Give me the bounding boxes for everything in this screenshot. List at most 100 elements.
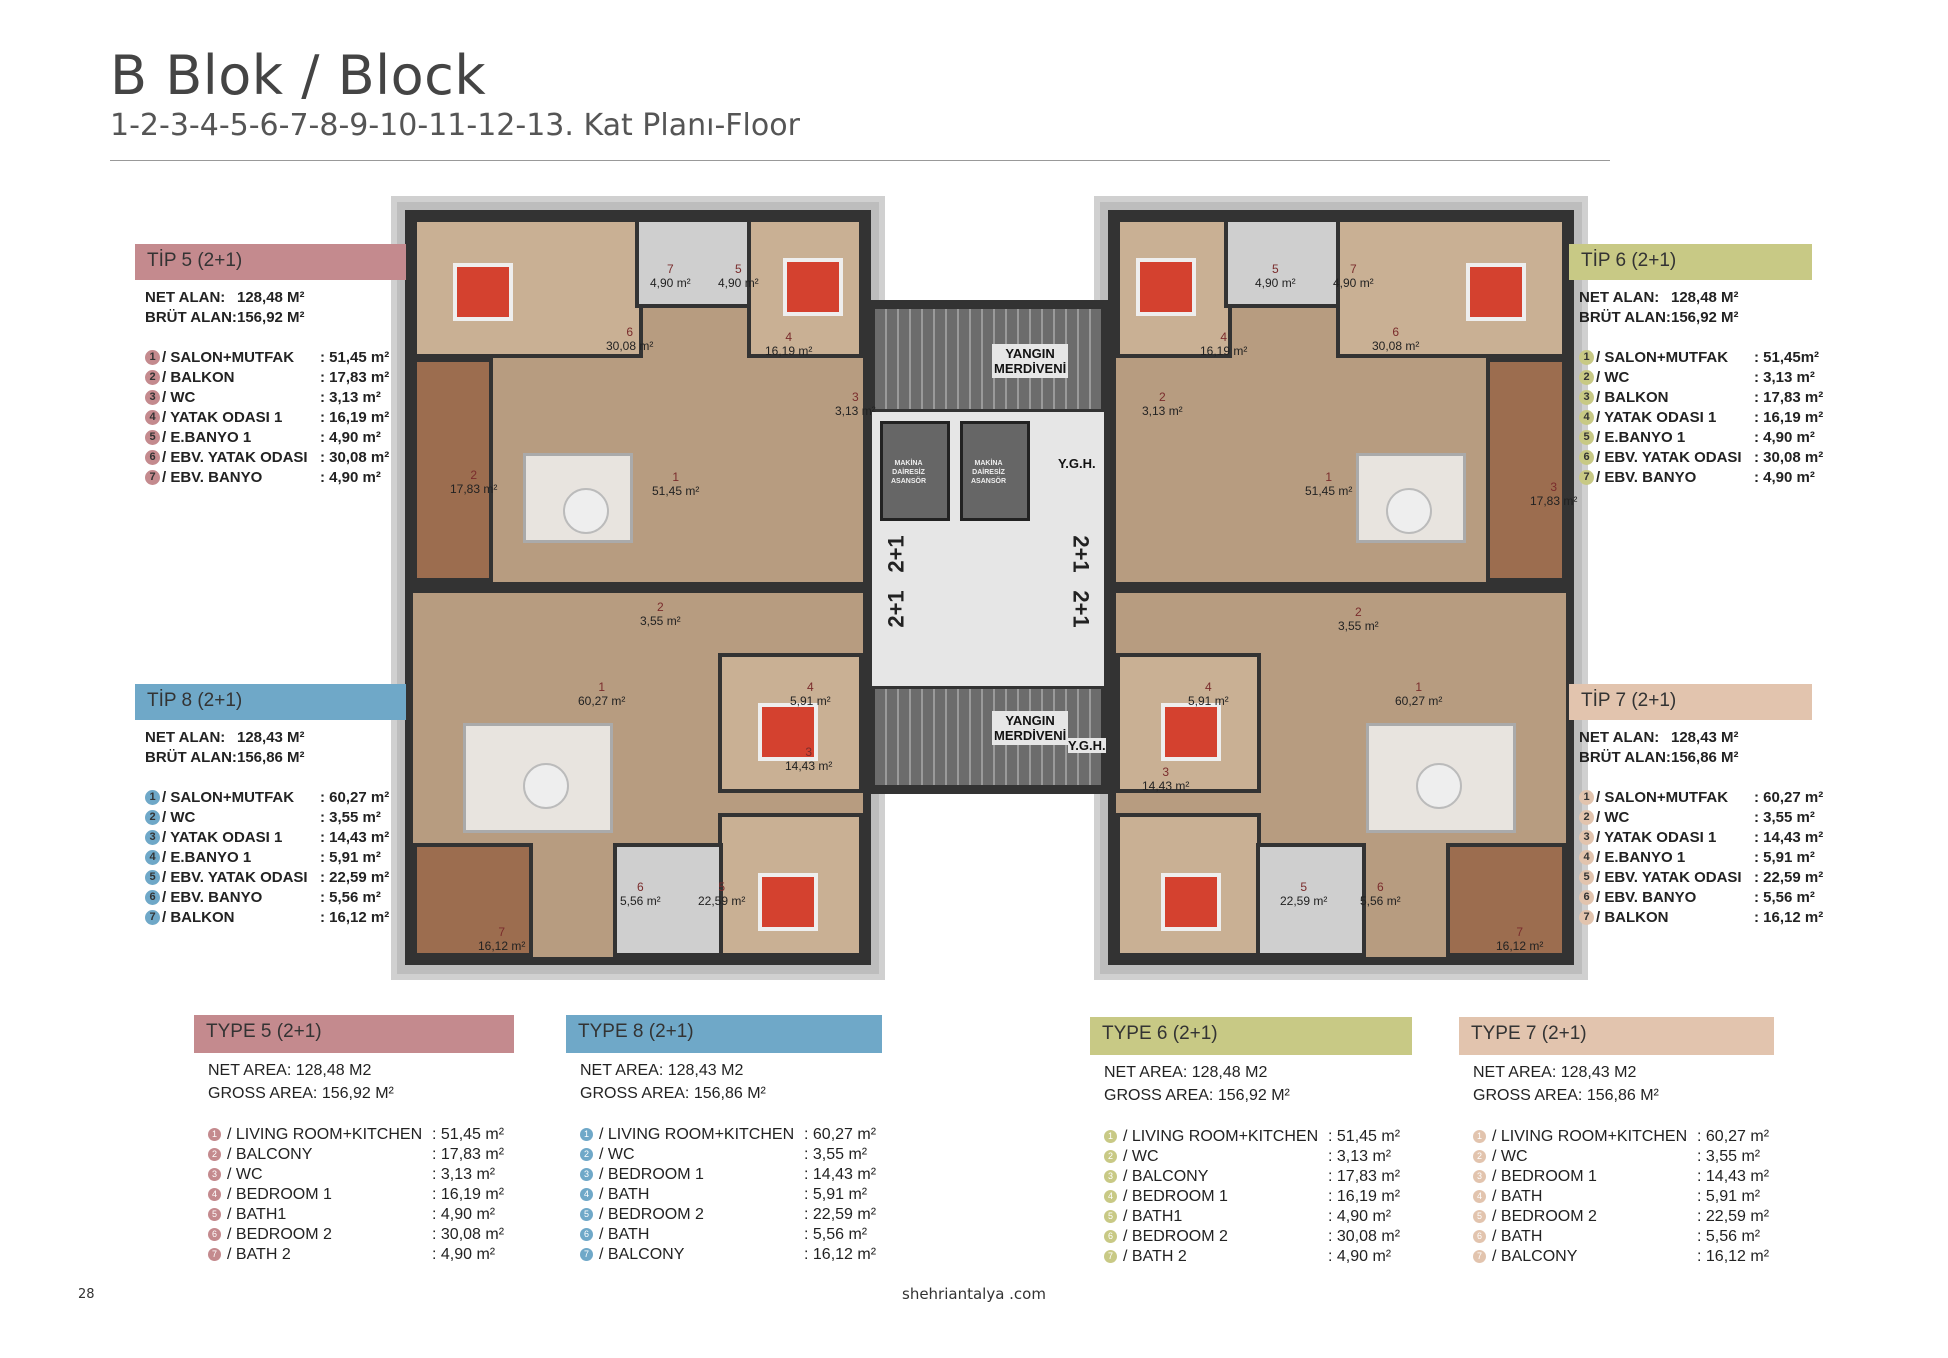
- room-row: 7/ BATH 2: 4,90 m²: [208, 1245, 504, 1265]
- unit-entry-label: 2+1: [883, 590, 909, 628]
- plan-room-area: 14,43 m²: [1142, 779, 1190, 793]
- room-number-badge: 6: [145, 890, 160, 905]
- net-area-label: NET ALAN:: [145, 289, 226, 306]
- room-row: 3/ BALKON: 17,83 m²: [1579, 388, 1823, 408]
- room-number-badge: 3: [1579, 390, 1594, 405]
- room-row: 4/ BATH: 5,91 m²: [1473, 1187, 1769, 1207]
- room-number-badge: 3: [145, 830, 160, 845]
- unit-info: NET AREA: 128,43 M2 GROSS AREA: 156,86 M…: [580, 1059, 876, 1265]
- room-area: : 30,08 m²: [1328, 1228, 1401, 1245]
- room-number-badge: 4: [580, 1188, 593, 1201]
- room-label: / YATAK ODASI 1: [1596, 409, 1717, 426]
- room-number-badge: 6: [580, 1228, 593, 1241]
- room-row: 4/ E.BANYO 1: 5,91 m²: [1579, 848, 1823, 868]
- bedroom: [1336, 218, 1566, 358]
- table: [1416, 763, 1462, 809]
- room-label: / E.BANYO 1: [162, 429, 252, 446]
- plan-room-area: 22,59 m²: [698, 894, 746, 908]
- room-number-badge: 2: [145, 370, 160, 385]
- room-number-badge: 3: [1579, 830, 1594, 845]
- room-number-badge: 5: [208, 1208, 221, 1221]
- bed: [758, 873, 818, 931]
- room-area: : 30,08 m²: [320, 449, 390, 466]
- room-area: : 5,91 m²: [1697, 1188, 1761, 1205]
- room-label: / YATAK ODASI 1: [162, 829, 283, 846]
- room-row: 3/ YATAK ODASI 1 : 14,43 m²: [145, 828, 389, 848]
- room-label: / BATH: [599, 1186, 650, 1203]
- room-row: 6/ EBV. BANYO: 5,56 m²: [1579, 888, 1823, 908]
- unit-entry-label: 2+1: [1068, 590, 1094, 628]
- room-area: : 60,27 m²: [320, 789, 390, 806]
- room-number-badge: 7: [580, 1248, 593, 1261]
- bed: [1466, 263, 1526, 321]
- plan-room-number: 2: [470, 468, 478, 482]
- unit-entry-label: 2+1: [883, 535, 909, 573]
- room-label: / YATAK ODASI 1: [162, 409, 283, 426]
- net-area: NET AREA: 128,43 M2: [1473, 1064, 1637, 1081]
- room-row: 6/ EBV. BANYO: 5,56 m²: [145, 888, 389, 908]
- room-number-badge: 4: [1104, 1190, 1117, 1203]
- plan-room-number: 6: [1377, 880, 1384, 894]
- plan-room-area: 4,90 m²: [718, 276, 759, 290]
- bed: [1136, 258, 1196, 316]
- plan-room-number: 1: [672, 470, 680, 484]
- room-area: : 17,83 m²: [1754, 389, 1824, 406]
- room-area: : 16,12 m²: [804, 1246, 877, 1263]
- room-area: : 4,90 m²: [1754, 429, 1815, 446]
- room-label: / BALKON: [162, 369, 235, 386]
- room-label: / BEDROOM 1: [599, 1166, 704, 1183]
- room-area: : 14,43 m²: [804, 1166, 877, 1183]
- bathroom: [1256, 843, 1366, 957]
- elevator: MAKİNA DAİRESİZ ASANSÖR: [880, 421, 950, 521]
- room-area: : 17,83 m²: [432, 1146, 505, 1163]
- room-row: 5/ EBV. YATAK ODASI: 22,59 m²: [145, 868, 389, 888]
- bedroom: [1116, 653, 1261, 793]
- room-label: / BATH1: [1123, 1208, 1183, 1225]
- room-label: / BALCONY: [1492, 1248, 1578, 1265]
- plan-room-number: 3: [805, 745, 813, 759]
- room-label: / SALON+MUTFAK: [162, 349, 295, 366]
- plan-room-area: 4,90 m²: [1255, 276, 1296, 290]
- room-row: 5/ BATH1: 4,90 m²: [208, 1205, 504, 1225]
- room-label: / BALCONY: [1123, 1168, 1209, 1185]
- plan-room-number: 4: [1220, 330, 1228, 344]
- room-label: / BATH 2: [227, 1246, 291, 1263]
- room-number-badge: 3: [208, 1168, 221, 1181]
- room-area: : 14,43 m²: [1697, 1168, 1770, 1185]
- room-row: 4/ E.BANYO 1: 5,91 m²: [145, 848, 389, 868]
- room-row: 2/ BALKON: 17,83 m²: [145, 368, 389, 388]
- room-row: 2/ WC: 3,55 m²: [145, 808, 389, 828]
- room-label: / LIVING ROOM+KITCHEN: [599, 1126, 795, 1143]
- gross-area: GROSS AREA: 156,86 M²: [580, 1085, 766, 1102]
- room-number-badge: 6: [145, 450, 160, 465]
- room-label: / BEDROOM 1: [227, 1186, 332, 1203]
- room-row: 2/ WC: 3,55 m²: [1473, 1147, 1769, 1167]
- room-label: / BATH1: [227, 1206, 287, 1223]
- plan-room-number: 1: [1415, 680, 1423, 694]
- plan-room-number: 7: [1350, 262, 1357, 276]
- room-area: : 14,43 m²: [320, 829, 390, 846]
- plan-room-number: 5: [1300, 880, 1308, 894]
- elevator: MAKİNA DAİRESİZ ASANSÖR: [960, 421, 1030, 521]
- room-area: : 5,91 m²: [804, 1186, 868, 1203]
- fire-stairs: [872, 686, 1104, 788]
- bed: [1161, 703, 1221, 761]
- room-row: 1/ LIVING ROOM+KITCHEN: 60,27 m²: [1473, 1127, 1769, 1147]
- room-label: / BEDROOM 1: [1123, 1188, 1228, 1205]
- plan-room-area: 22,59 m²: [1280, 894, 1328, 908]
- room-number-badge: 7: [1579, 910, 1594, 925]
- room-area: : 16,19 m²: [432, 1186, 505, 1203]
- room-number-badge: 5: [1104, 1210, 1117, 1223]
- room-label: / BATH: [1492, 1228, 1543, 1245]
- plan-room-number: 6: [626, 325, 634, 339]
- unit-info: NET ALAN:128,43 M² BRÜT ALAN:156,86 M² 1…: [145, 728, 389, 928]
- room-area: : 5,56 m²: [1697, 1228, 1761, 1245]
- room-area: : 17,83 m²: [1328, 1168, 1401, 1185]
- room-label: / WC: [1596, 369, 1630, 386]
- table: [523, 763, 569, 809]
- room-row: 2/ WC: 3,13 m²: [1579, 368, 1823, 388]
